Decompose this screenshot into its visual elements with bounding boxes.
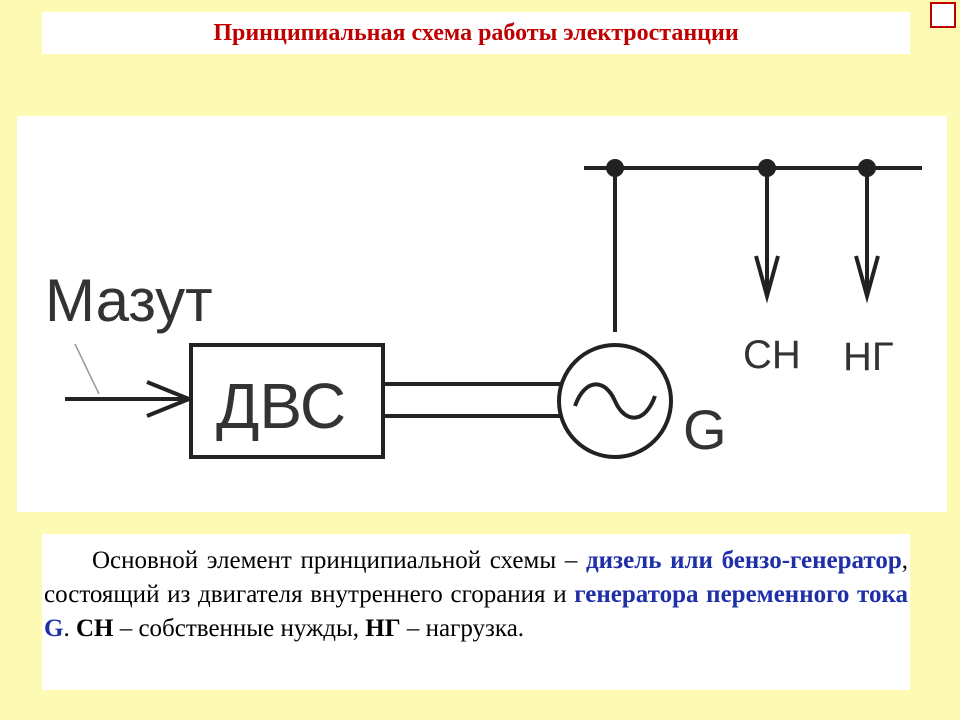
description-text-5: – нагрузка. — [400, 615, 525, 642]
aux-arrow-icon — [754, 255, 780, 304]
engine-label: ДВС — [216, 370, 346, 442]
load-arrow-icon — [854, 255, 880, 304]
highlight-ac-generator: генератора переменного тока G — [44, 581, 908, 642]
description-text-2: , состоящий из двигателя внутреннего сго… — [44, 547, 908, 608]
corner-square-icon — [930, 2, 956, 28]
highlight-genset: дизель или бензо-генератор — [586, 547, 902, 574]
page-title: Принципиальная схема работы электростанц… — [213, 19, 739, 46]
generator-label: G — [683, 398, 727, 461]
fuel-label: Мазут — [45, 267, 213, 334]
aux-label: СН — [743, 333, 801, 377]
description-text-4: – собственные нужды, — [113, 615, 366, 642]
engine-box — [189, 343, 385, 459]
load-label: НГ — [843, 335, 894, 379]
diagram-panel: СН НГ Мазут ДВС G — [17, 116, 947, 512]
ac-wave-icon — [573, 382, 657, 420]
term-load: НГ — [365, 615, 401, 642]
fuel-leader-line — [74, 343, 100, 395]
term-aux: СН — [75, 615, 114, 642]
description-paragraph: Основной элемент принципиальной схемы – … — [44, 544, 908, 646]
title-bar: Принципиальная схема работы электростанц… — [42, 12, 910, 54]
description-box: Основной элемент принципиальной схемы – … — [42, 534, 910, 690]
power-plant-diagram: СН НГ Мазут ДВС G — [45, 159, 922, 461]
description-text-1: Основной элемент принципиальной схемы – — [92, 547, 586, 574]
description-text-3: . — [63, 615, 76, 642]
